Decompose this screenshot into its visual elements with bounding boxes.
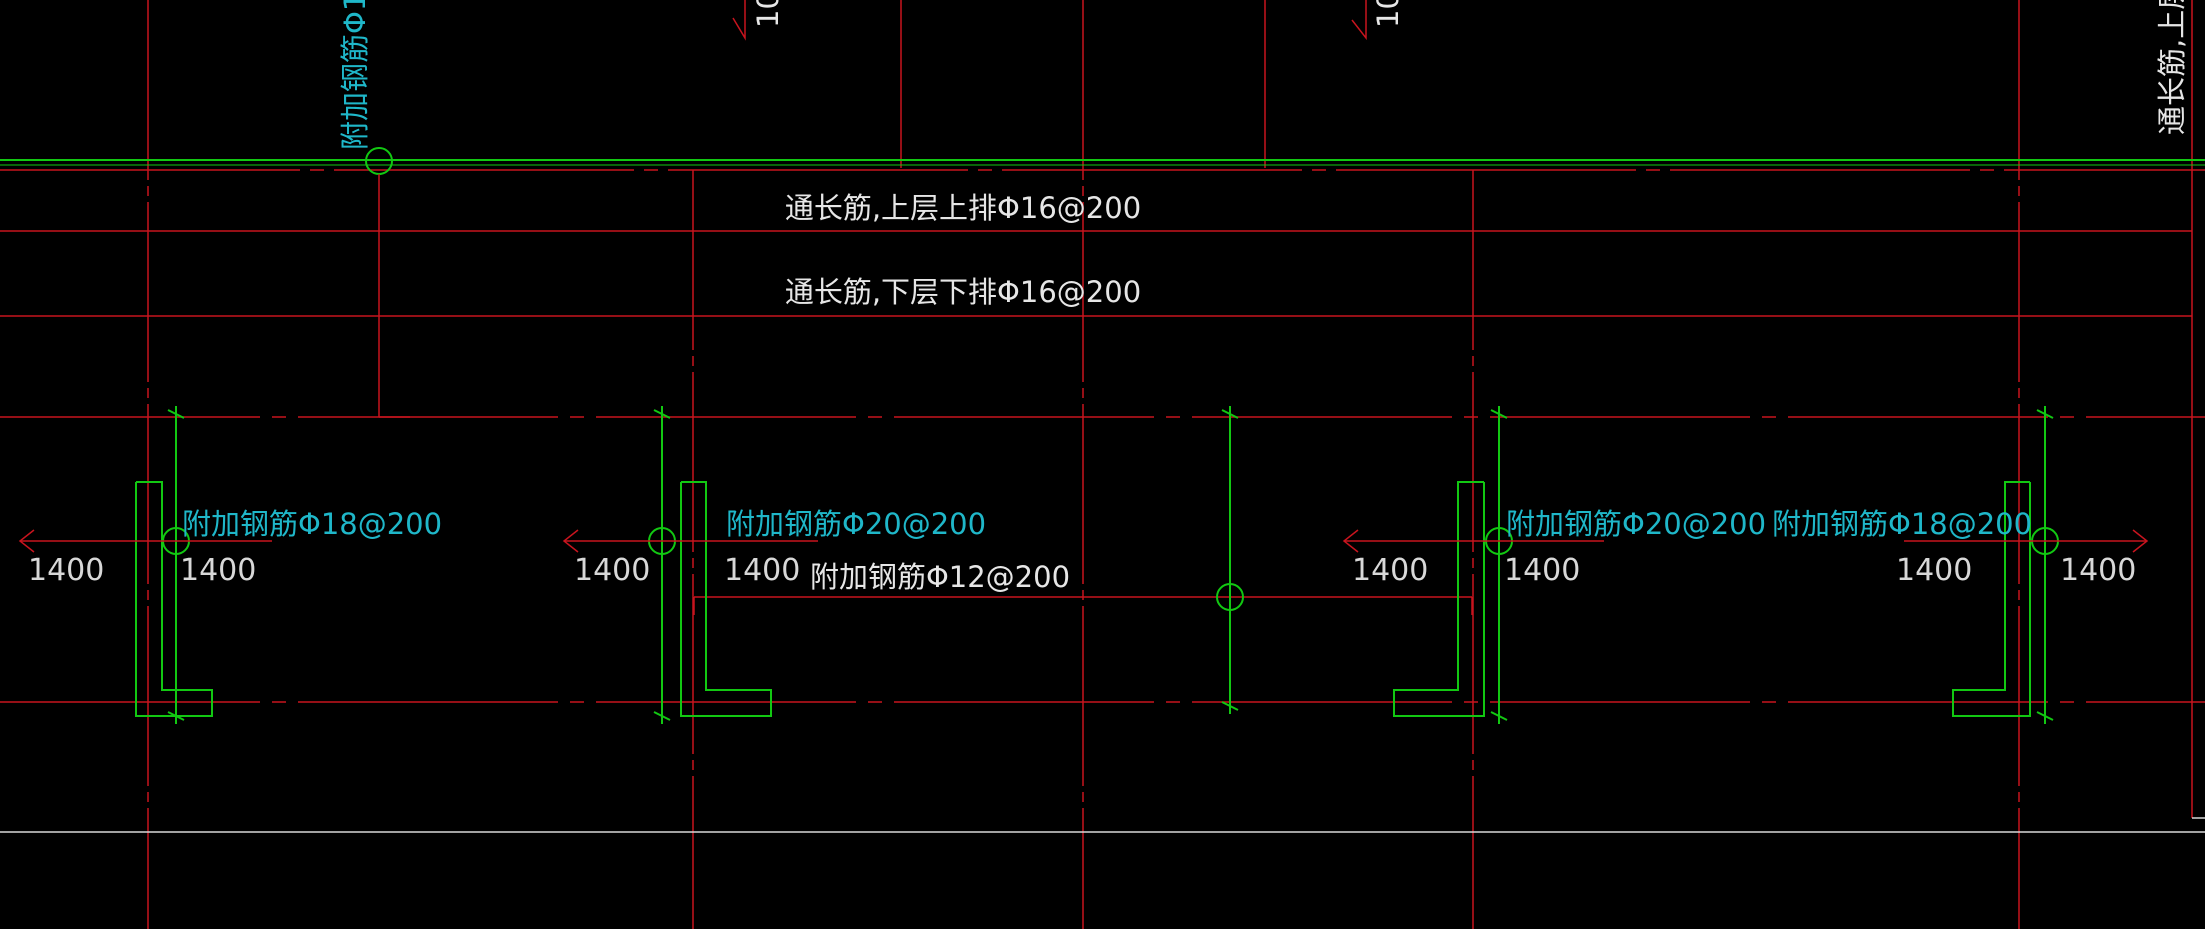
dim-label-7: 1400 bbox=[1896, 553, 1972, 588]
top-dim-leader-2 bbox=[1351, 0, 1367, 41]
label-top-through-bar: 通长筋,上层上排Φ16@200 bbox=[785, 191, 1141, 225]
dim-label-1: 1400 bbox=[28, 553, 104, 588]
label-top-dim-2: 100 bbox=[1371, 0, 1405, 28]
top-dim-leader-1 bbox=[732, 0, 746, 41]
dim-arrowhead-4 bbox=[2132, 529, 2149, 553]
rebar-2-tick-top bbox=[653, 409, 671, 419]
dimension-arrows bbox=[18, 529, 2149, 553]
rebar-group-2 bbox=[648, 406, 772, 724]
dim-label-6: 1400 bbox=[1504, 553, 1580, 588]
rebar-3-marker bbox=[1216, 583, 1244, 611]
label-extra-bar-1: 附加钢筋Φ18@200 bbox=[182, 507, 442, 541]
vertical-bar-leader bbox=[378, 174, 410, 418]
rebar-4-l-bar bbox=[1393, 481, 1485, 717]
label-top-dim-1: 100 bbox=[751, 0, 785, 28]
rebar-3-tick-top bbox=[1221, 409, 1239, 419]
rebar-5-l-bar bbox=[1952, 481, 2031, 717]
label-bottom-through-bar: 通长筋,下层下排Φ16@200 bbox=[785, 275, 1141, 309]
rebar-3-tick-bot bbox=[1221, 701, 1239, 711]
rebar-group-3 bbox=[1216, 406, 1244, 714]
label-extra-bar-4: 附加钢筋Φ18@200 bbox=[1772, 507, 2032, 541]
top-dim-leaders bbox=[732, 0, 1367, 41]
rebar-2-tick-bot bbox=[653, 711, 671, 721]
rebar-5-tick-bot bbox=[2036, 711, 2054, 721]
rebar-5-tick-top bbox=[2036, 409, 2054, 419]
label-extra-bar-3: 附加钢筋Φ20@200 bbox=[1506, 507, 1766, 541]
dim-arrowhead-3 bbox=[1342, 529, 1359, 553]
label-right-vertical-bar: 通长筋,上层下排 bbox=[2155, 0, 2189, 135]
label-extra-bar-2: 附加钢筋Φ20@200 bbox=[726, 507, 986, 541]
dim-label-8: 1400 bbox=[2060, 553, 2136, 588]
rebar-group-1 bbox=[135, 406, 213, 724]
dim-arrowhead-2 bbox=[562, 529, 579, 553]
dim-label-5: 1400 bbox=[1352, 553, 1428, 588]
dim-arrowhead-1 bbox=[18, 529, 35, 553]
label-vertical-extra-bar: 附加钢筋Φ12@2 bbox=[338, 0, 372, 150]
rebar-4-tick-top bbox=[1490, 409, 1508, 419]
rebar-1-l-bar bbox=[135, 481, 213, 717]
dim-label-2: 1400 bbox=[180, 553, 256, 588]
label-middle-extra-bar: 附加钢筋Φ12@200 bbox=[810, 560, 1070, 594]
rebar-4-tick-bot bbox=[1490, 711, 1508, 721]
rebar-group-5 bbox=[1952, 406, 2059, 724]
dim-label-4: 1400 bbox=[724, 553, 800, 588]
dim-label-3: 1400 bbox=[574, 553, 650, 588]
rebar-1-tick-top bbox=[167, 409, 185, 419]
rebar-2-l-bar bbox=[680, 481, 772, 717]
